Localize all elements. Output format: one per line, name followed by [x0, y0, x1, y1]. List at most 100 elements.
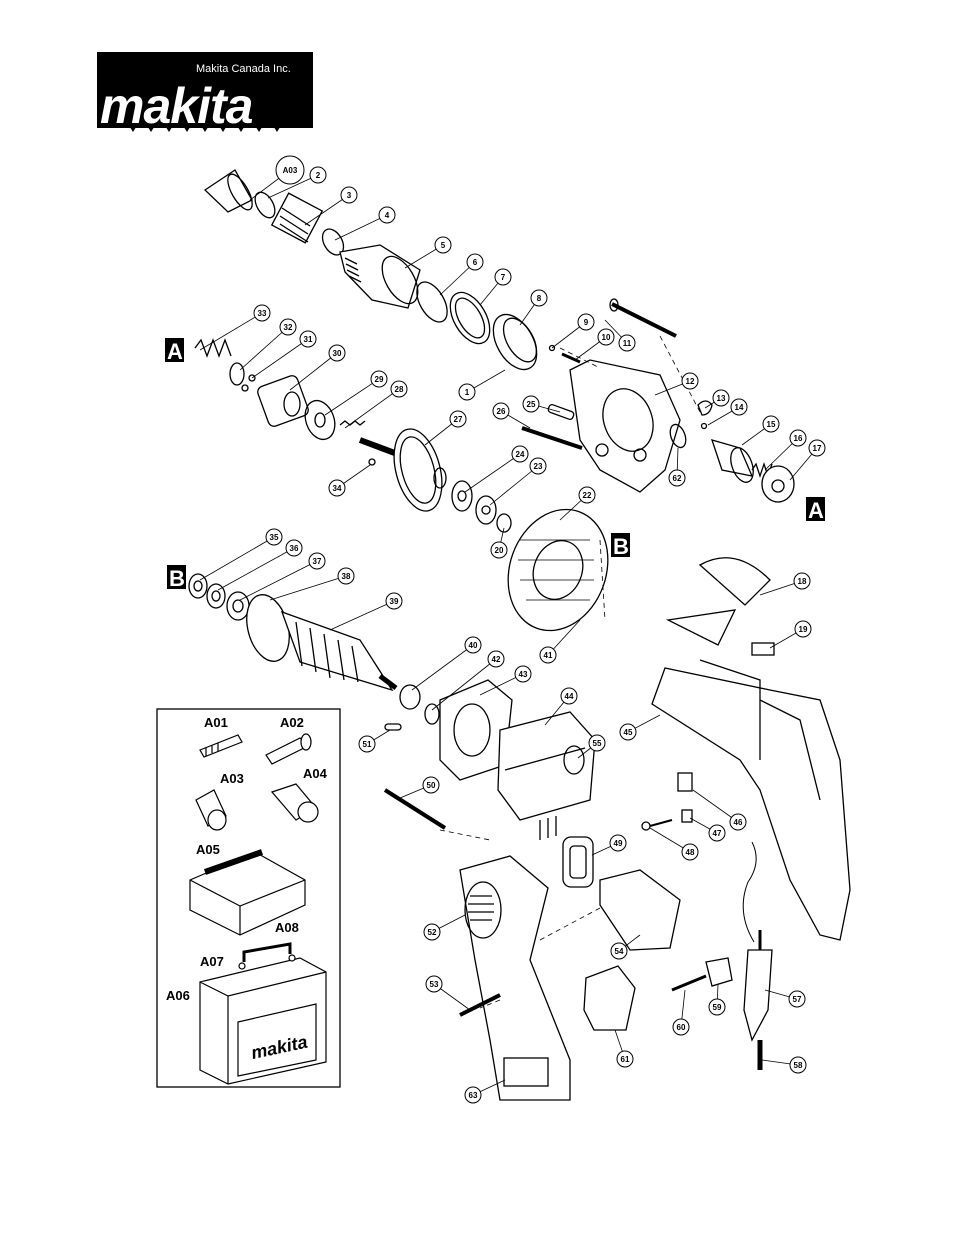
callout-number: 42: [492, 655, 501, 664]
callout-circle: [434, 236, 452, 254]
section-marker-b-left: B: [167, 565, 186, 591]
callout-6: 6: [466, 253, 484, 271]
callout-number: 6: [473, 258, 478, 267]
callout-circle: [494, 268, 512, 286]
callout-leader-line: [199, 312, 263, 351]
callout-number: 55: [593, 739, 602, 748]
callout-43: 43: [514, 665, 532, 683]
callout-number: 61: [621, 1055, 630, 1064]
callout-23: 23: [529, 457, 547, 475]
callout-number: 46: [734, 818, 743, 827]
callout-number: 40: [469, 641, 478, 650]
callout-51: 51: [358, 735, 376, 753]
callout-circle: [730, 398, 748, 416]
acc-label-a05: A05: [196, 842, 220, 857]
callout-circle: [423, 923, 441, 941]
callout-30: 30: [328, 344, 346, 362]
callout-number: A03: [283, 166, 298, 175]
callout-number: 47: [713, 829, 722, 838]
company-name: Makita Canada Inc.: [196, 63, 291, 75]
callout-number: 28: [395, 385, 404, 394]
callout-leader-line: [217, 547, 295, 591]
callout-number: 1: [465, 388, 470, 397]
callout-17: 17: [808, 439, 826, 457]
callout-circle: [529, 457, 547, 475]
callout-48: 48: [681, 843, 699, 861]
callout-circle: [425, 975, 443, 993]
callout-50: 50: [422, 776, 440, 794]
callout-5: 5: [434, 236, 452, 254]
callout-40: 40: [464, 636, 482, 654]
callout-number: 2: [316, 171, 321, 180]
callout-circle: [668, 469, 686, 487]
callout-33: 33: [253, 304, 271, 322]
callout-number: 52: [428, 928, 437, 937]
callout-number: 18: [798, 577, 807, 586]
callout-55: 55: [588, 734, 606, 752]
callout-circle: [308, 552, 326, 570]
callout-24: 24: [511, 445, 529, 463]
callout-circle: [309, 166, 327, 184]
callout-42: 42: [487, 650, 505, 668]
callout-number: 39: [390, 597, 399, 606]
svg-text:A: A: [808, 498, 824, 523]
bit-case-icon: [189, 849, 306, 936]
callout-number: 30: [333, 349, 342, 358]
parts-line-art: [188, 169, 851, 1101]
callout-number: 20: [495, 546, 504, 555]
bit-holder-icon: [265, 733, 312, 765]
callout-circle: [285, 539, 303, 557]
callout-35: 35: [265, 528, 283, 546]
callout-number: 49: [614, 839, 623, 848]
callout-2: 2: [309, 166, 327, 184]
callout-circle: [385, 592, 403, 610]
callout-circle: [681, 372, 699, 390]
callout-circle: [708, 998, 726, 1016]
callout-number: 14: [735, 403, 744, 412]
callout-circle: [597, 328, 615, 346]
callout-circle: [358, 735, 376, 753]
callout-circle: [458, 383, 476, 401]
callout-circle: [789, 1056, 807, 1074]
callout-45: 45: [619, 723, 637, 741]
callout-number: 17: [813, 444, 822, 453]
callout-number: 12: [686, 377, 695, 386]
callout-circle: [279, 318, 297, 336]
callout-circle: [464, 636, 482, 654]
callout-number: 45: [624, 728, 633, 737]
section-marker-a-right: A: [806, 497, 825, 523]
section-marker-a-left: A: [165, 338, 184, 364]
callout-number: 13: [717, 394, 726, 403]
callout-circle: [253, 304, 271, 322]
callout-leader-line: [289, 352, 338, 391]
callout-circle: [794, 620, 812, 638]
callout-58: 58: [789, 1056, 807, 1074]
svg-text:B: B: [613, 534, 629, 559]
assembly-guide-lines: [439, 335, 701, 1009]
callout-circle: [466, 253, 484, 271]
callout-9: 9: [577, 313, 595, 331]
callout-number: 10: [602, 333, 611, 342]
callout-number: 4: [385, 211, 390, 220]
callout-circle: [681, 843, 699, 861]
callout-41: 41: [539, 646, 557, 664]
callout-circle: [712, 389, 730, 407]
nose-cone-icons: [195, 783, 319, 831]
callout-leader-line: [329, 600, 395, 631]
callout-16: 16: [789, 429, 807, 447]
callout-3: 3: [340, 186, 358, 204]
callout-37: 37: [308, 552, 326, 570]
callout-7: 7: [494, 268, 512, 286]
callout-circle: [618, 334, 636, 352]
callout-circle: [492, 402, 510, 420]
callout-circle: [610, 942, 628, 960]
callout-circle: [708, 824, 726, 842]
callout-leader-line: [269, 575, 347, 601]
callout-circle: [490, 541, 508, 559]
callout-20: 20: [490, 541, 508, 559]
callout-number: 62: [673, 474, 682, 483]
callout-number: 33: [258, 309, 267, 318]
callout-circle: [616, 1050, 634, 1068]
callout-49: 49: [609, 834, 627, 852]
callout-number: 63: [469, 1091, 478, 1100]
